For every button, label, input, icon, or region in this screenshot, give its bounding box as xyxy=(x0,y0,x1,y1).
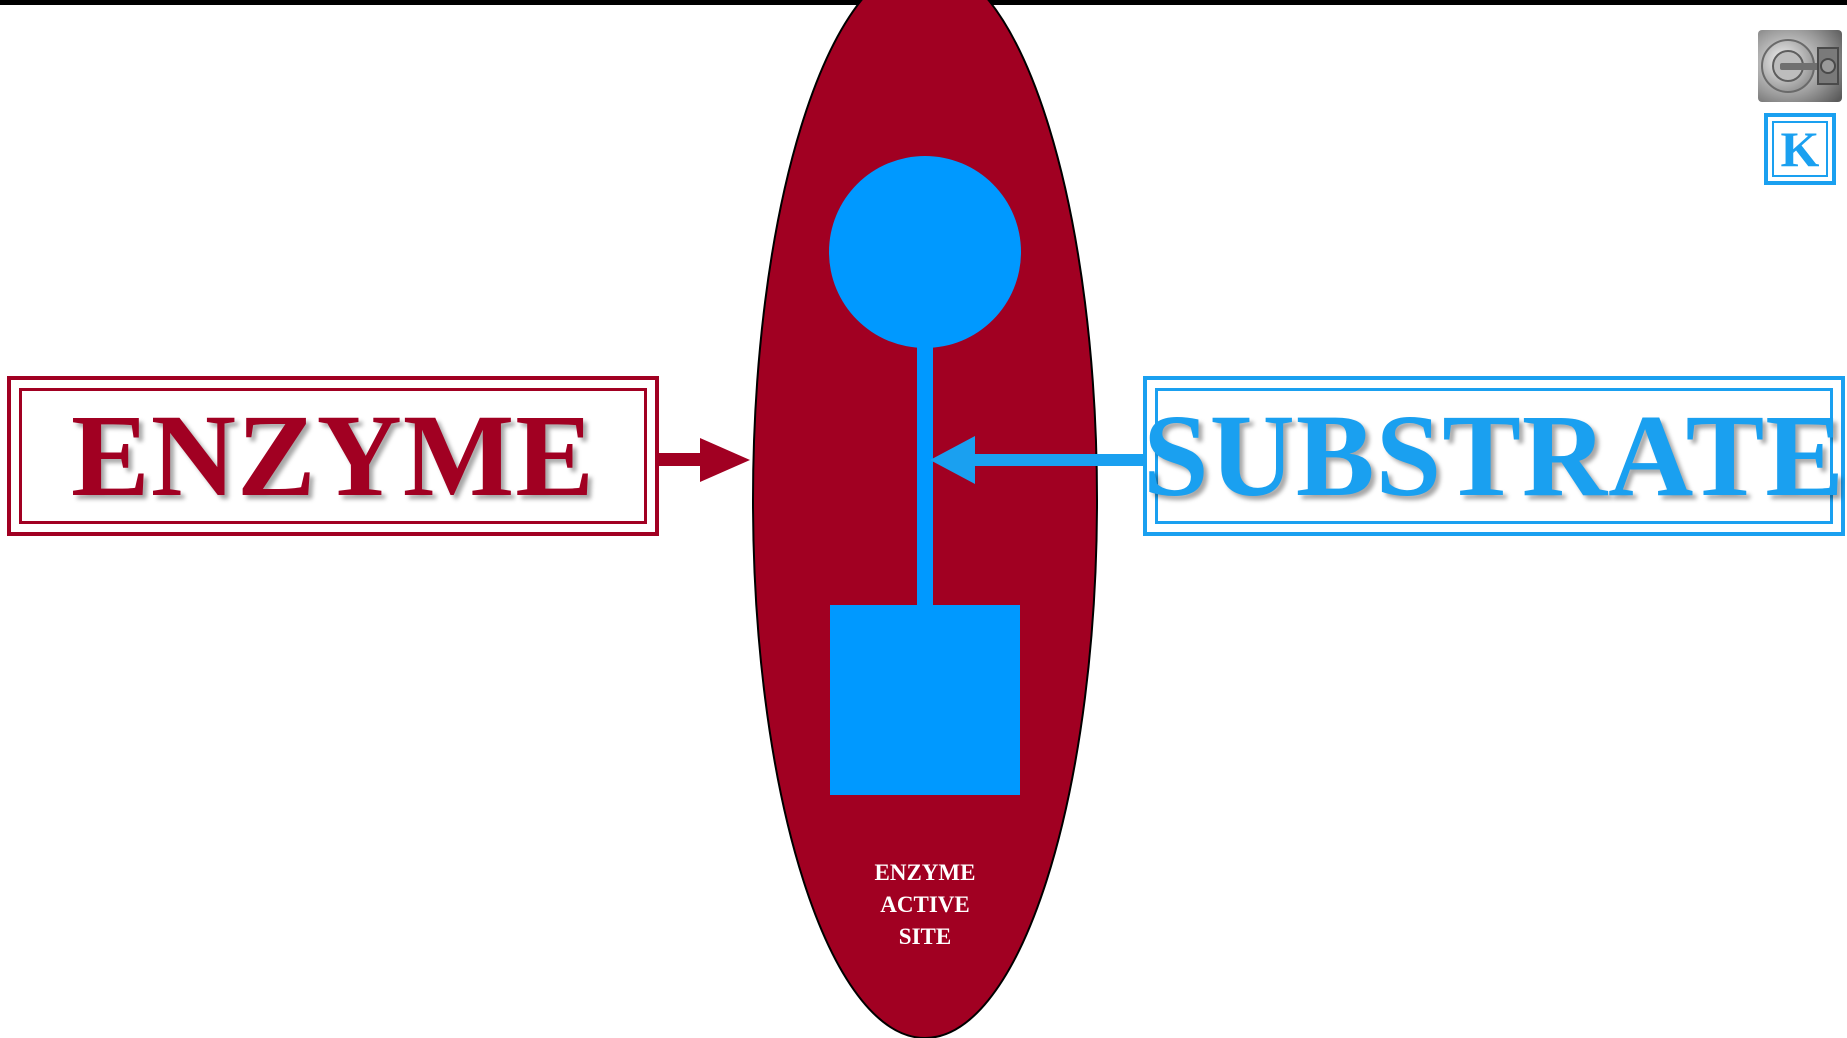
k-button[interactable]: K xyxy=(1764,113,1836,185)
enzyme-label-box: ENZYME xyxy=(7,376,659,536)
substrate-square xyxy=(830,605,1020,795)
active-site-label: ENZYME ACTIVE SITE xyxy=(850,857,1000,953)
substrate-stem xyxy=(917,340,933,610)
k-button-label: K xyxy=(1781,124,1820,174)
substrate-label-box: SUBSTRATE xyxy=(1143,376,1845,536)
substrate-circle xyxy=(829,156,1021,348)
active-site-line-1: ENZYME xyxy=(850,857,1000,889)
enzyme-arrow xyxy=(659,438,750,482)
enzyme-label: ENZYME xyxy=(71,397,595,515)
substrate-label: SUBSTRATE xyxy=(1143,397,1845,515)
active-site-line-3: SITE xyxy=(850,921,1000,953)
active-site-line-2: ACTIVE xyxy=(850,889,1000,921)
key-in-lock-icon[interactable] xyxy=(1758,30,1842,102)
